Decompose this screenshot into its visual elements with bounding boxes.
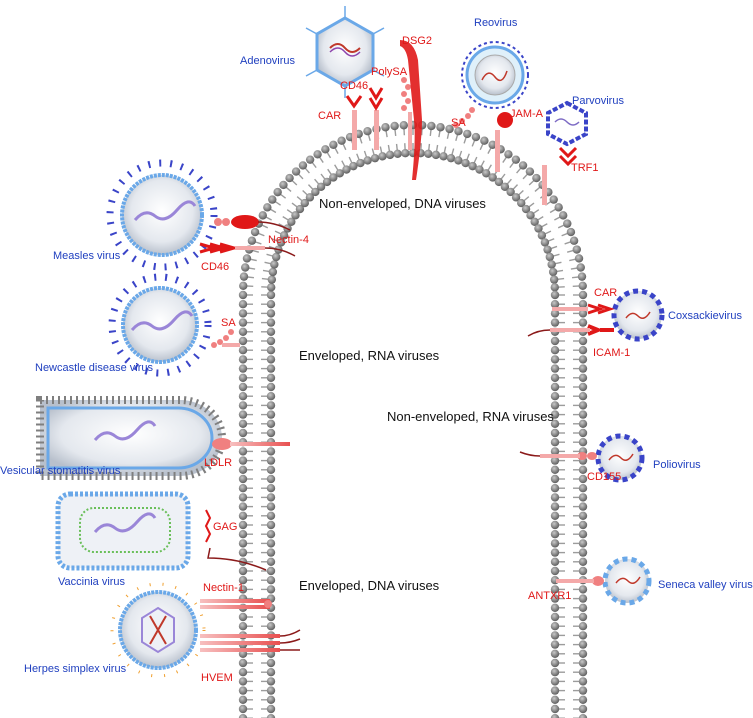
measles-virus-particle xyxy=(106,159,218,271)
poliovirus-label: Poliovirus xyxy=(653,459,701,471)
icam-1-receptor xyxy=(527,324,614,337)
group-label-nonenveloped-dna: Non-enveloped, DNA viruses xyxy=(319,196,486,211)
herpes-simplex-virus-particle xyxy=(110,582,206,678)
cd46-top-label: CD46 xyxy=(340,80,368,92)
cd46-measles-label: CD46 xyxy=(201,261,229,273)
hvem-label: HVEM xyxy=(201,672,233,684)
cell-membrane xyxy=(238,120,588,718)
measles-virus-label: Measles virus xyxy=(53,250,121,262)
coxsackievirus-label: Coxsackievirus xyxy=(668,310,742,322)
hvem-receptor xyxy=(200,629,301,652)
herpes-simplex-virus-label: Herpes simplex virus xyxy=(24,663,127,675)
nectin-1-receptor xyxy=(200,599,272,609)
cd46-receptor-top xyxy=(368,87,384,150)
polysa-receptor xyxy=(401,77,412,150)
dsg2-receptor xyxy=(400,40,422,180)
group-label-nonenveloped-rna: Non-enveloped, RNA viruses xyxy=(387,409,554,424)
parvovirus-particle xyxy=(546,100,588,147)
vaccinia-virus-particle xyxy=(55,491,191,571)
vaccinia-virus-label: Vaccinia virus xyxy=(58,576,126,588)
trf1-label: TRF1 xyxy=(571,162,599,174)
antxr1-receptor xyxy=(556,576,604,586)
car-coxsackie-label: CAR xyxy=(594,287,617,299)
cd46-receptor-measles xyxy=(199,242,296,257)
newcastle-disease-virus-particle xyxy=(108,273,212,377)
car-receptor-top xyxy=(345,95,363,150)
car-top-label: CAR xyxy=(318,110,341,122)
sa-receptor-ndv xyxy=(211,329,240,348)
seneca-valley-virus-label: Seneca valley virus xyxy=(658,579,753,591)
car-receptor-coxsackie xyxy=(552,303,615,315)
trf1-receptor xyxy=(542,146,578,205)
sa-top-label: SA xyxy=(451,117,466,129)
coxsackievirus-particle xyxy=(611,288,665,342)
nectin-4-label: Nectin-4 xyxy=(268,234,309,246)
poliovirus-particle xyxy=(595,433,645,483)
jam-a-receptor xyxy=(495,112,513,172)
gag-label: GAG xyxy=(213,521,237,533)
antxr1-label: ANTXR1 xyxy=(528,590,571,602)
polysa-label: PolySA xyxy=(371,66,408,78)
vesicular-stomatitis-virus-label: Vesicular stomatitis virus xyxy=(0,465,121,477)
nectin-4-receptor xyxy=(214,215,291,231)
ldlr-label: LDLR xyxy=(204,457,232,469)
newcastle-disease-virus-label: Newcastle disease virus xyxy=(35,362,153,374)
seneca-valley-virus-particle xyxy=(602,556,652,606)
adenovirus-particle xyxy=(305,6,385,98)
gag-receptor xyxy=(204,509,267,571)
reovirus-label: Reovirus xyxy=(474,17,518,29)
sa-receptor-top xyxy=(453,107,475,128)
reovirus-particle xyxy=(461,41,529,109)
icam-1-label: ICAM-1 xyxy=(593,347,630,359)
jam-a-label: JAM-A xyxy=(510,108,544,120)
ldlr-receptor xyxy=(212,438,290,450)
adenovirus-label: Adenovirus xyxy=(240,55,296,67)
group-label-enveloped-rna: Enveloped, RNA viruses xyxy=(299,348,440,363)
cd155-label: CD155 xyxy=(587,471,621,483)
group-label-enveloped-dna: Enveloped, DNA viruses xyxy=(299,578,440,593)
nectin-1-label: Nectin-1 xyxy=(203,582,244,594)
cd155-receptor xyxy=(519,451,597,460)
sa-ndv-label: SA xyxy=(221,317,236,329)
parvovirus-label: Parvovirus xyxy=(572,95,624,107)
dsg2-label: DSG2 xyxy=(402,35,432,47)
